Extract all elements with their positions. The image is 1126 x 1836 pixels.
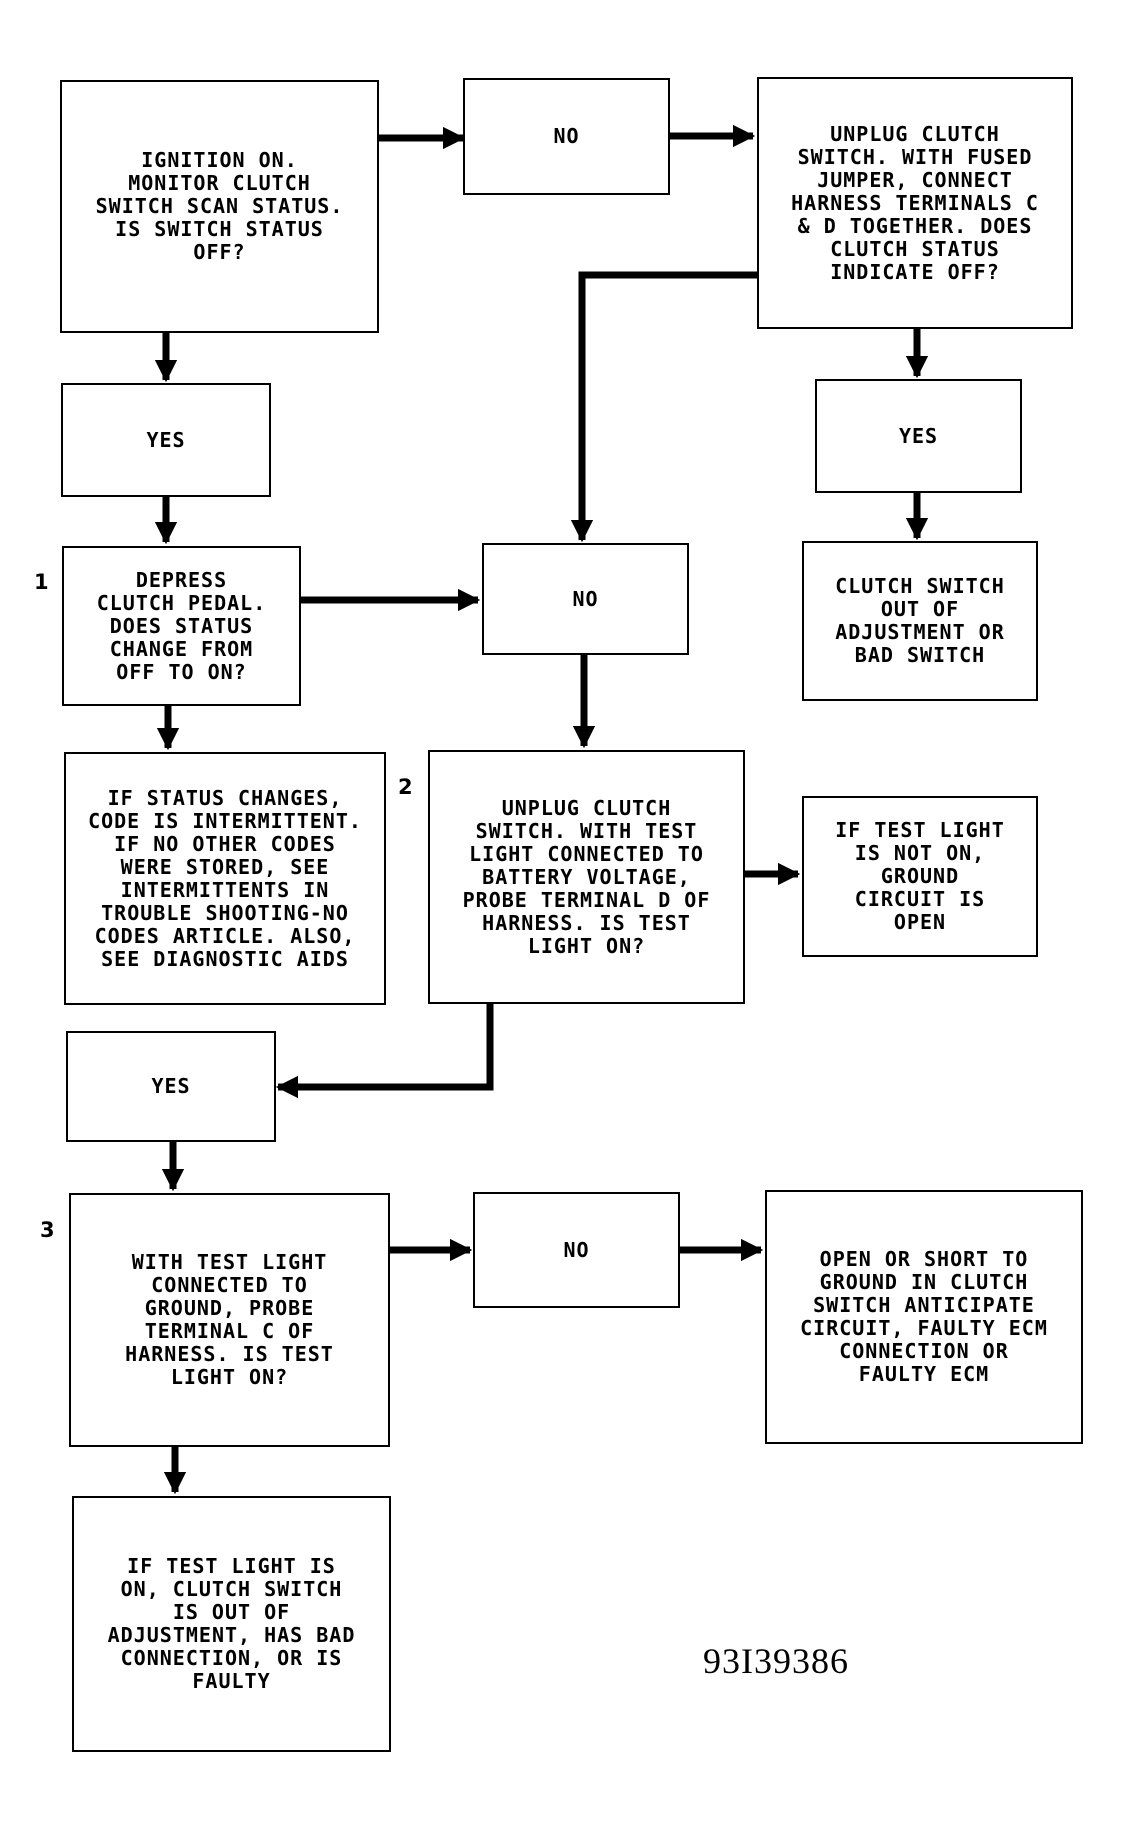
ignition-status-text: IGNITION ON. MONITOR CLUTCH SWITCH SCAN …: [95, 148, 344, 264]
no-label-bottom: NO: [563, 1237, 590, 1262]
no-label-top: NO: [553, 124, 580, 148]
depress-clutch-text: DEPRESS CLUTCH PEDAL. DOES STATUS CHANGE…: [96, 567, 267, 684]
test-light-ground-box: WITH TEST LIGHT CONNECTED TO GROUND, PRO…: [69, 1193, 390, 1447]
no-box-top: NO: [463, 78, 670, 195]
step-number-2: 2: [398, 775, 413, 799]
no-box-middle: NO: [482, 543, 689, 655]
open-or-short-text: OPEN OR SHORT TO GROUND IN CLUTCH SWITCH…: [800, 1247, 1048, 1386]
ground-circuit-open-text: IF TEST LIGHT IS NOT ON, GROUND CIRCUIT …: [835, 818, 1005, 934]
out-of-adjustment-box: CLUTCH SWITCH OUT OF ADJUSTMENT OR BAD S…: [802, 541, 1038, 701]
no-label-middle: NO: [572, 586, 599, 611]
step-number-1: 1: [34, 570, 49, 594]
unplug-test-light-box: UNPLUG CLUTCH SWITCH. WITH TEST LIGHT CO…: [428, 750, 745, 1004]
open-or-short-box: OPEN OR SHORT TO GROUND IN CLUTCH SWITCH…: [765, 1190, 1083, 1444]
yes-label-right: YES: [898, 423, 939, 448]
intermittent-code-box: IF STATUS CHANGES, CODE IS INTERMITTENT.…: [64, 752, 386, 1005]
no-box-bottom: NO: [473, 1192, 680, 1308]
intermittent-code-text: IF STATUS CHANGES, CODE IS INTERMITTENT.…: [88, 785, 362, 971]
test-light-ground-text: WITH TEST LIGHT CONNECTED TO GROUND, PRO…: [125, 1250, 334, 1389]
yes-box-right: YES: [815, 379, 1022, 493]
step-number-3: 3: [40, 1218, 55, 1242]
arrow-unplug-test-light-to-yes-lower: [275, 1004, 494, 1099]
out-of-adjustment-text: CLUTCH SWITCH OUT OF ADJUSTMENT OR BAD S…: [835, 574, 1005, 667]
faulty-switch-text: IF TEST LIGHT IS ON, CLUTCH SWITCH IS OU…: [107, 1554, 356, 1693]
yes-box-lower: YES: [66, 1031, 276, 1142]
ground-circuit-open-box: IF TEST LIGHT IS NOT ON, GROUND CIRCUIT …: [802, 796, 1038, 957]
unplug-fused-jumper-box: UNPLUG CLUTCH SWITCH. WITH FUSED JUMPER,…: [757, 77, 1073, 329]
unplug-test-light-text: UNPLUG CLUTCH SWITCH. WITH TEST LIGHT CO…: [462, 795, 711, 958]
depress-clutch-box: DEPRESS CLUTCH PEDAL. DOES STATUS CHANGE…: [62, 546, 301, 706]
yes-label-lower: YES: [151, 1074, 191, 1098]
ignition-status-box: IGNITION ON. MONITOR CLUTCH SWITCH SCAN …: [60, 80, 379, 333]
arrow-unplug-fused-to-no-middle: [570, 271, 757, 543]
yes-box-left: YES: [61, 383, 271, 497]
yes-label-left: YES: [146, 427, 186, 452]
faulty-switch-box: IF TEST LIGHT IS ON, CLUTCH SWITCH IS OU…: [72, 1496, 391, 1752]
figure-id: 93I39386: [703, 1641, 849, 1681]
unplug-fused-jumper-text: UNPLUG CLUTCH SWITCH. WITH FUSED JUMPER,…: [791, 121, 1039, 284]
